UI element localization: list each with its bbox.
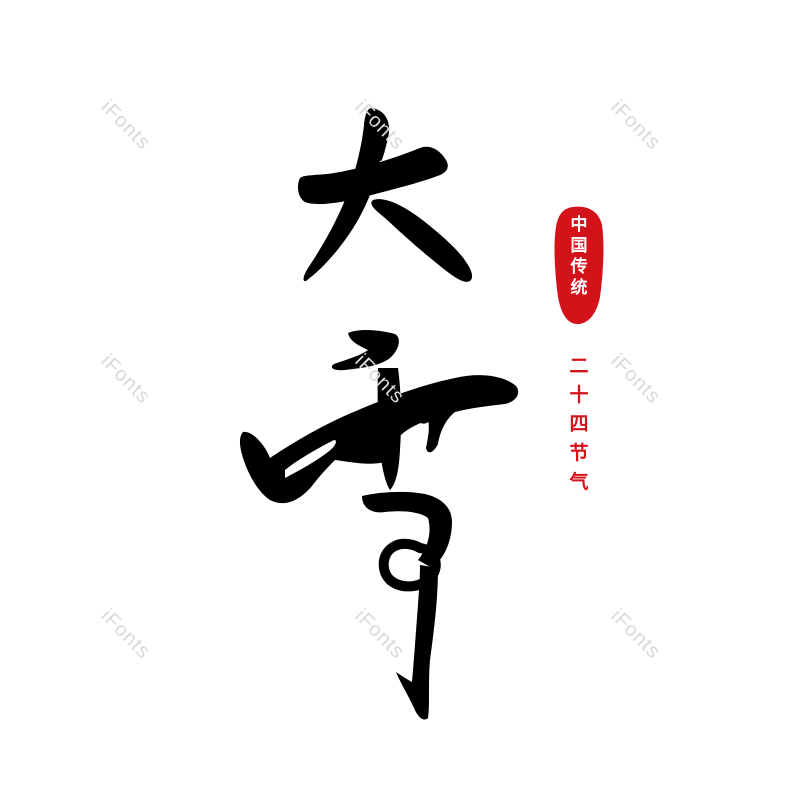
subtitle-24-solar-terms: 二 十 四 节 气 <box>561 352 597 497</box>
subtitle-char: 十 <box>569 384 589 406</box>
char-xue <box>239 330 519 720</box>
subtitle-char: 二 <box>569 355 589 377</box>
subtitle-char: 气 <box>569 471 589 493</box>
seal-shape-icon <box>554 206 604 325</box>
seal-char: 传 <box>570 257 588 277</box>
seal-char: 统 <box>570 278 588 298</box>
seal-text: 中 国 传 统 <box>553 215 605 299</box>
subtitle-char: 四 <box>569 413 589 435</box>
seal-char: 中 <box>570 215 588 235</box>
subtitle-char: 节 <box>569 442 589 464</box>
char-da <box>297 108 473 282</box>
red-seal: 中 国 传 统 <box>553 205 605 325</box>
seal-char: 国 <box>570 236 588 256</box>
